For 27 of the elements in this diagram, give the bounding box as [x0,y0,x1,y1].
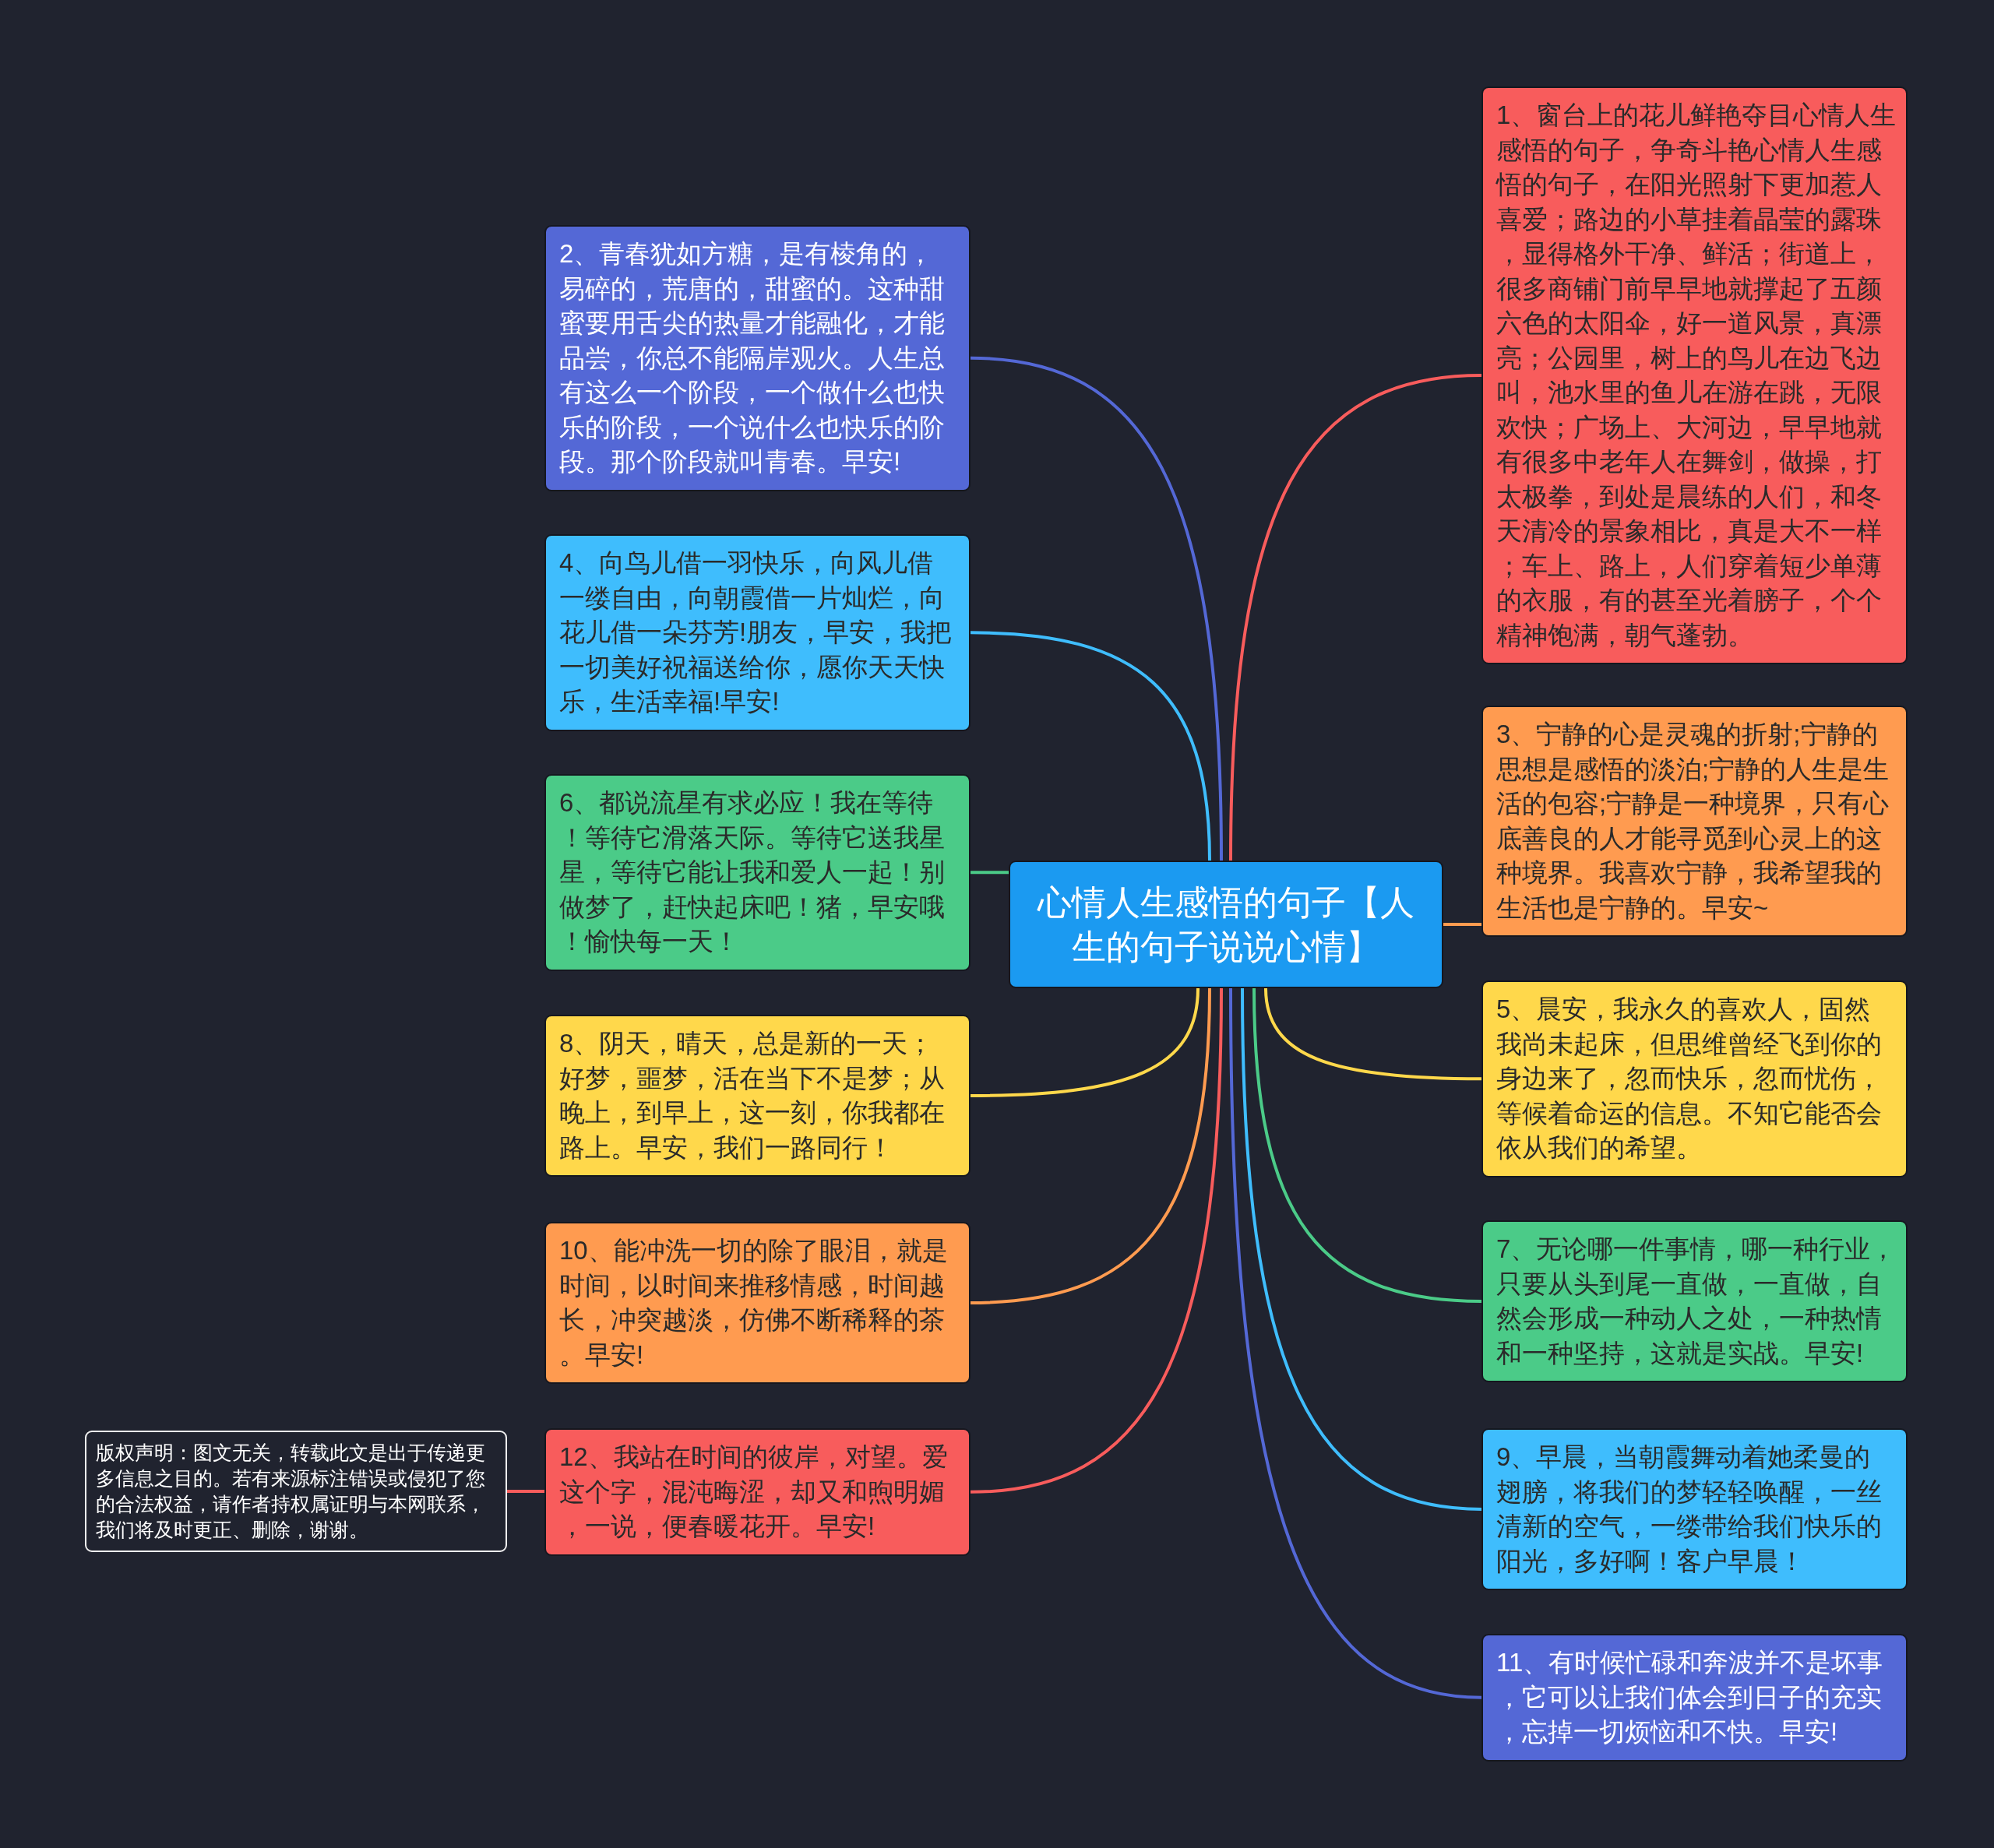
branch-box: 8、阴天，晴天，总是新的一天；好梦，噩梦，活在当下不是梦；从晚上，到早上，这一刻，你我都在路上。早安，我们一路同行！ [544,1015,971,1177]
branch-box: 9、早晨，当朝霞舞动着她柔曼的翅膀，将我们的梦轻轻唤醒，一丝清新的空气，一缕带给我们快乐的阳光，多好啊！客户早晨！ [1481,1428,1908,1590]
branch-line [1443,923,1481,926]
branch-line [1241,987,1482,1511]
branch-box: 2、青春犹如方糖，是有棱角的，易碎的，荒唐的，甜蜜的。这种甜蜜要用舌尖的热量才能融化，才能品尝，你总不能隔岸观火。人生总有这么一个阶段，一个做什么也快乐的阶段，一个说什么也快乐的阶段。那个阶段就叫青春。早安! [544,225,971,491]
branch-line [970,987,1200,1097]
branch-box: 7、无论哪一件事情，哪一种行业，只要从头到尾一直做，一直做，自然会形成一种动人之处，一种热情和一种坚持，这就是实战。早安! [1481,1220,1908,1382]
branch-box: 11、有时候忙碌和奔波并不是坏事，它可以让我们体会到日子的充实，忘掉一切烦恼和不快。早安! [1481,1634,1908,1762]
branch-box: 3、宁静的心是灵魂的折射;宁静的思想是感悟的淡泊;宁静的人生是生活的包容;宁静是一种境界，只有心底善良的人才能寻觅到心灵上的这种境界。我喜欢宁静，我希望我的生活也是宁静的。早安~ [1481,706,1908,937]
branch-line [1229,374,1482,861]
central-topic-box: 心情人生感悟的句子【人生的句子说说心情】 [1009,861,1443,988]
branch-box: 4、向鸟儿借一羽快乐，向风儿借一缕自由，向朝霞借一片灿烂，向花儿借一朵芬芳!朋友，早安，我把一切美好祝福送给你，愿你天天快乐，生活幸福!早安! [544,534,971,731]
branch-line [1229,987,1482,1699]
branch-box: 5、晨安，我永久的喜欢人，固然我尚未起床，但思维曾经飞到你的身边来了，忽而快乐，忽而忧伤，等候着命运的信息。不知它能否会依从我们的希望。 [1481,980,1908,1177]
branch-box: 10、能冲洗一切的除了眼泪，就是时间，以时间来推移情感，时间越长，冲突越淡，仿佛不断稀释的茶。早安! [544,1222,971,1384]
branch-line [970,356,1223,861]
branch-box: 1、窗台上的花儿鲜艳夺目心情人生感悟的句子，争奇斗艳心情人生感悟的句子，在阳光照射下更加惹人喜爱；路边的小草挂着晶莹的露珠，显得格外干净、鲜活；街道上，很多商铺门前早早地就撑起了五颜六色的太阳伞，好一道风景，真漂亮；公园里，树上的鸟儿在边飞边叫，池水里的鱼儿在游在跳，无限欢快；广场上、大河边，早早地就有很多中老年人在舞剑，做操，打太极拳，到处是晨练的人们，和冬天清冷的景象相比，真是大不一样；车上、路上，人们穿着短少单薄的衣服，有的甚至光着膀子，个个精神饱满，朝气蓬勃。 [1481,86,1908,664]
branch-box: 12、我站在时间的彼岸，对望。爱这个字，混沌晦涩，却又和煦明媚，一说，便春暖花开。早安! [544,1428,971,1556]
branch-line [971,871,1009,875]
branch-line [1252,987,1482,1303]
branch-line [970,631,1211,861]
branch-line [970,987,1223,1494]
branch-line [1264,987,1482,1081]
note-box: 版权声明：图文无关，转载此文是出于传递更多信息之目的。若有来源标注错误或侵犯了您的合法权益，请作者持权属证明与本网联系，我们将及时更正、删除，谢谢。 [85,1431,507,1552]
branch-line [507,1490,544,1493]
branch-box: 6、都说流星有求必应！我在等待！等待它滑落天际。等待它送我星星，等待它能让我和爱人一起！别做梦了，赶快起床吧！猪，早安哦！愉快每一天！ [544,774,971,971]
branch-line [970,987,1211,1304]
